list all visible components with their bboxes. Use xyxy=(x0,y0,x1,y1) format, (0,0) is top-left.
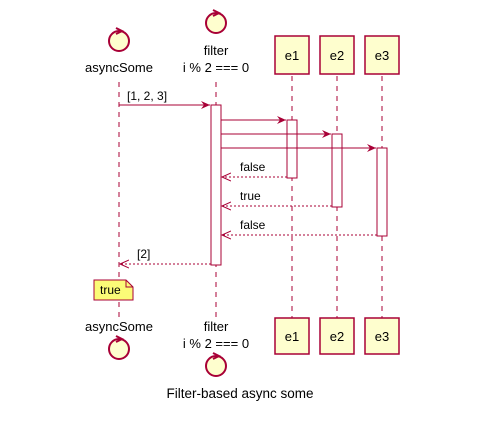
message-label-7: false xyxy=(240,218,266,232)
participant-label: e3 xyxy=(375,329,389,344)
participant-box xyxy=(274,317,310,355)
control-icon xyxy=(108,335,130,360)
participant-e2-bottom: e2 xyxy=(319,317,355,355)
participant-label-line2: i % 2 === 0 xyxy=(183,336,249,351)
note-text: true xyxy=(100,283,121,297)
note-fold xyxy=(125,280,133,288)
note: true xyxy=(93,279,134,301)
activation-filter xyxy=(210,104,222,266)
message-label-8: [2] xyxy=(137,247,150,261)
participant-label: e1 xyxy=(285,329,299,344)
participant-label: e2 xyxy=(330,329,344,344)
diagram-caption: Filter-based async some xyxy=(166,386,313,401)
note-shape xyxy=(93,279,134,301)
participant-e3-bottom: e3 xyxy=(364,317,400,355)
participant-box xyxy=(319,35,355,75)
participant-label: e2 xyxy=(330,48,344,63)
participant-box xyxy=(364,35,400,75)
control-icon xyxy=(205,9,227,34)
participant-label-line1: filter xyxy=(204,319,229,334)
participant-e3-top: e3 xyxy=(364,35,400,75)
participant-e1-bottom: e1 xyxy=(274,317,310,355)
participant-filter-bottom: filter i % 2 === 0 xyxy=(183,319,249,377)
control-icon xyxy=(205,352,227,377)
control-icon xyxy=(108,27,130,52)
activation-e2 xyxy=(331,133,343,208)
participant-filter-top: filter i % 2 === 0 xyxy=(183,9,249,75)
participant-label-line1: filter xyxy=(204,43,229,58)
message-label-6: true xyxy=(240,189,261,203)
participant-box xyxy=(364,317,400,355)
message-labels: [1, 2, 3] false true false [2] xyxy=(127,89,266,261)
activation-e1 xyxy=(286,119,298,179)
participant-e2-top: e2 xyxy=(319,35,355,75)
message-label-1: [1, 2, 3] xyxy=(127,89,167,103)
participant-box xyxy=(319,317,355,355)
participant-box xyxy=(274,35,310,75)
participant-label: e1 xyxy=(285,48,299,63)
participant-label: e3 xyxy=(375,48,389,63)
participant-e1-top: e1 xyxy=(274,35,310,75)
participant-label: asyncSome xyxy=(85,319,153,334)
activation-e3 xyxy=(376,147,388,237)
message-label-5: false xyxy=(240,160,266,174)
participant-label-line2: i % 2 === 0 xyxy=(183,60,249,75)
messages xyxy=(119,101,377,264)
participant-asyncSome-top: asyncSome xyxy=(85,27,153,75)
participant-label: asyncSome xyxy=(85,60,153,75)
activations xyxy=(210,104,388,266)
participant-asyncSome-bottom: asyncSome xyxy=(85,319,153,360)
